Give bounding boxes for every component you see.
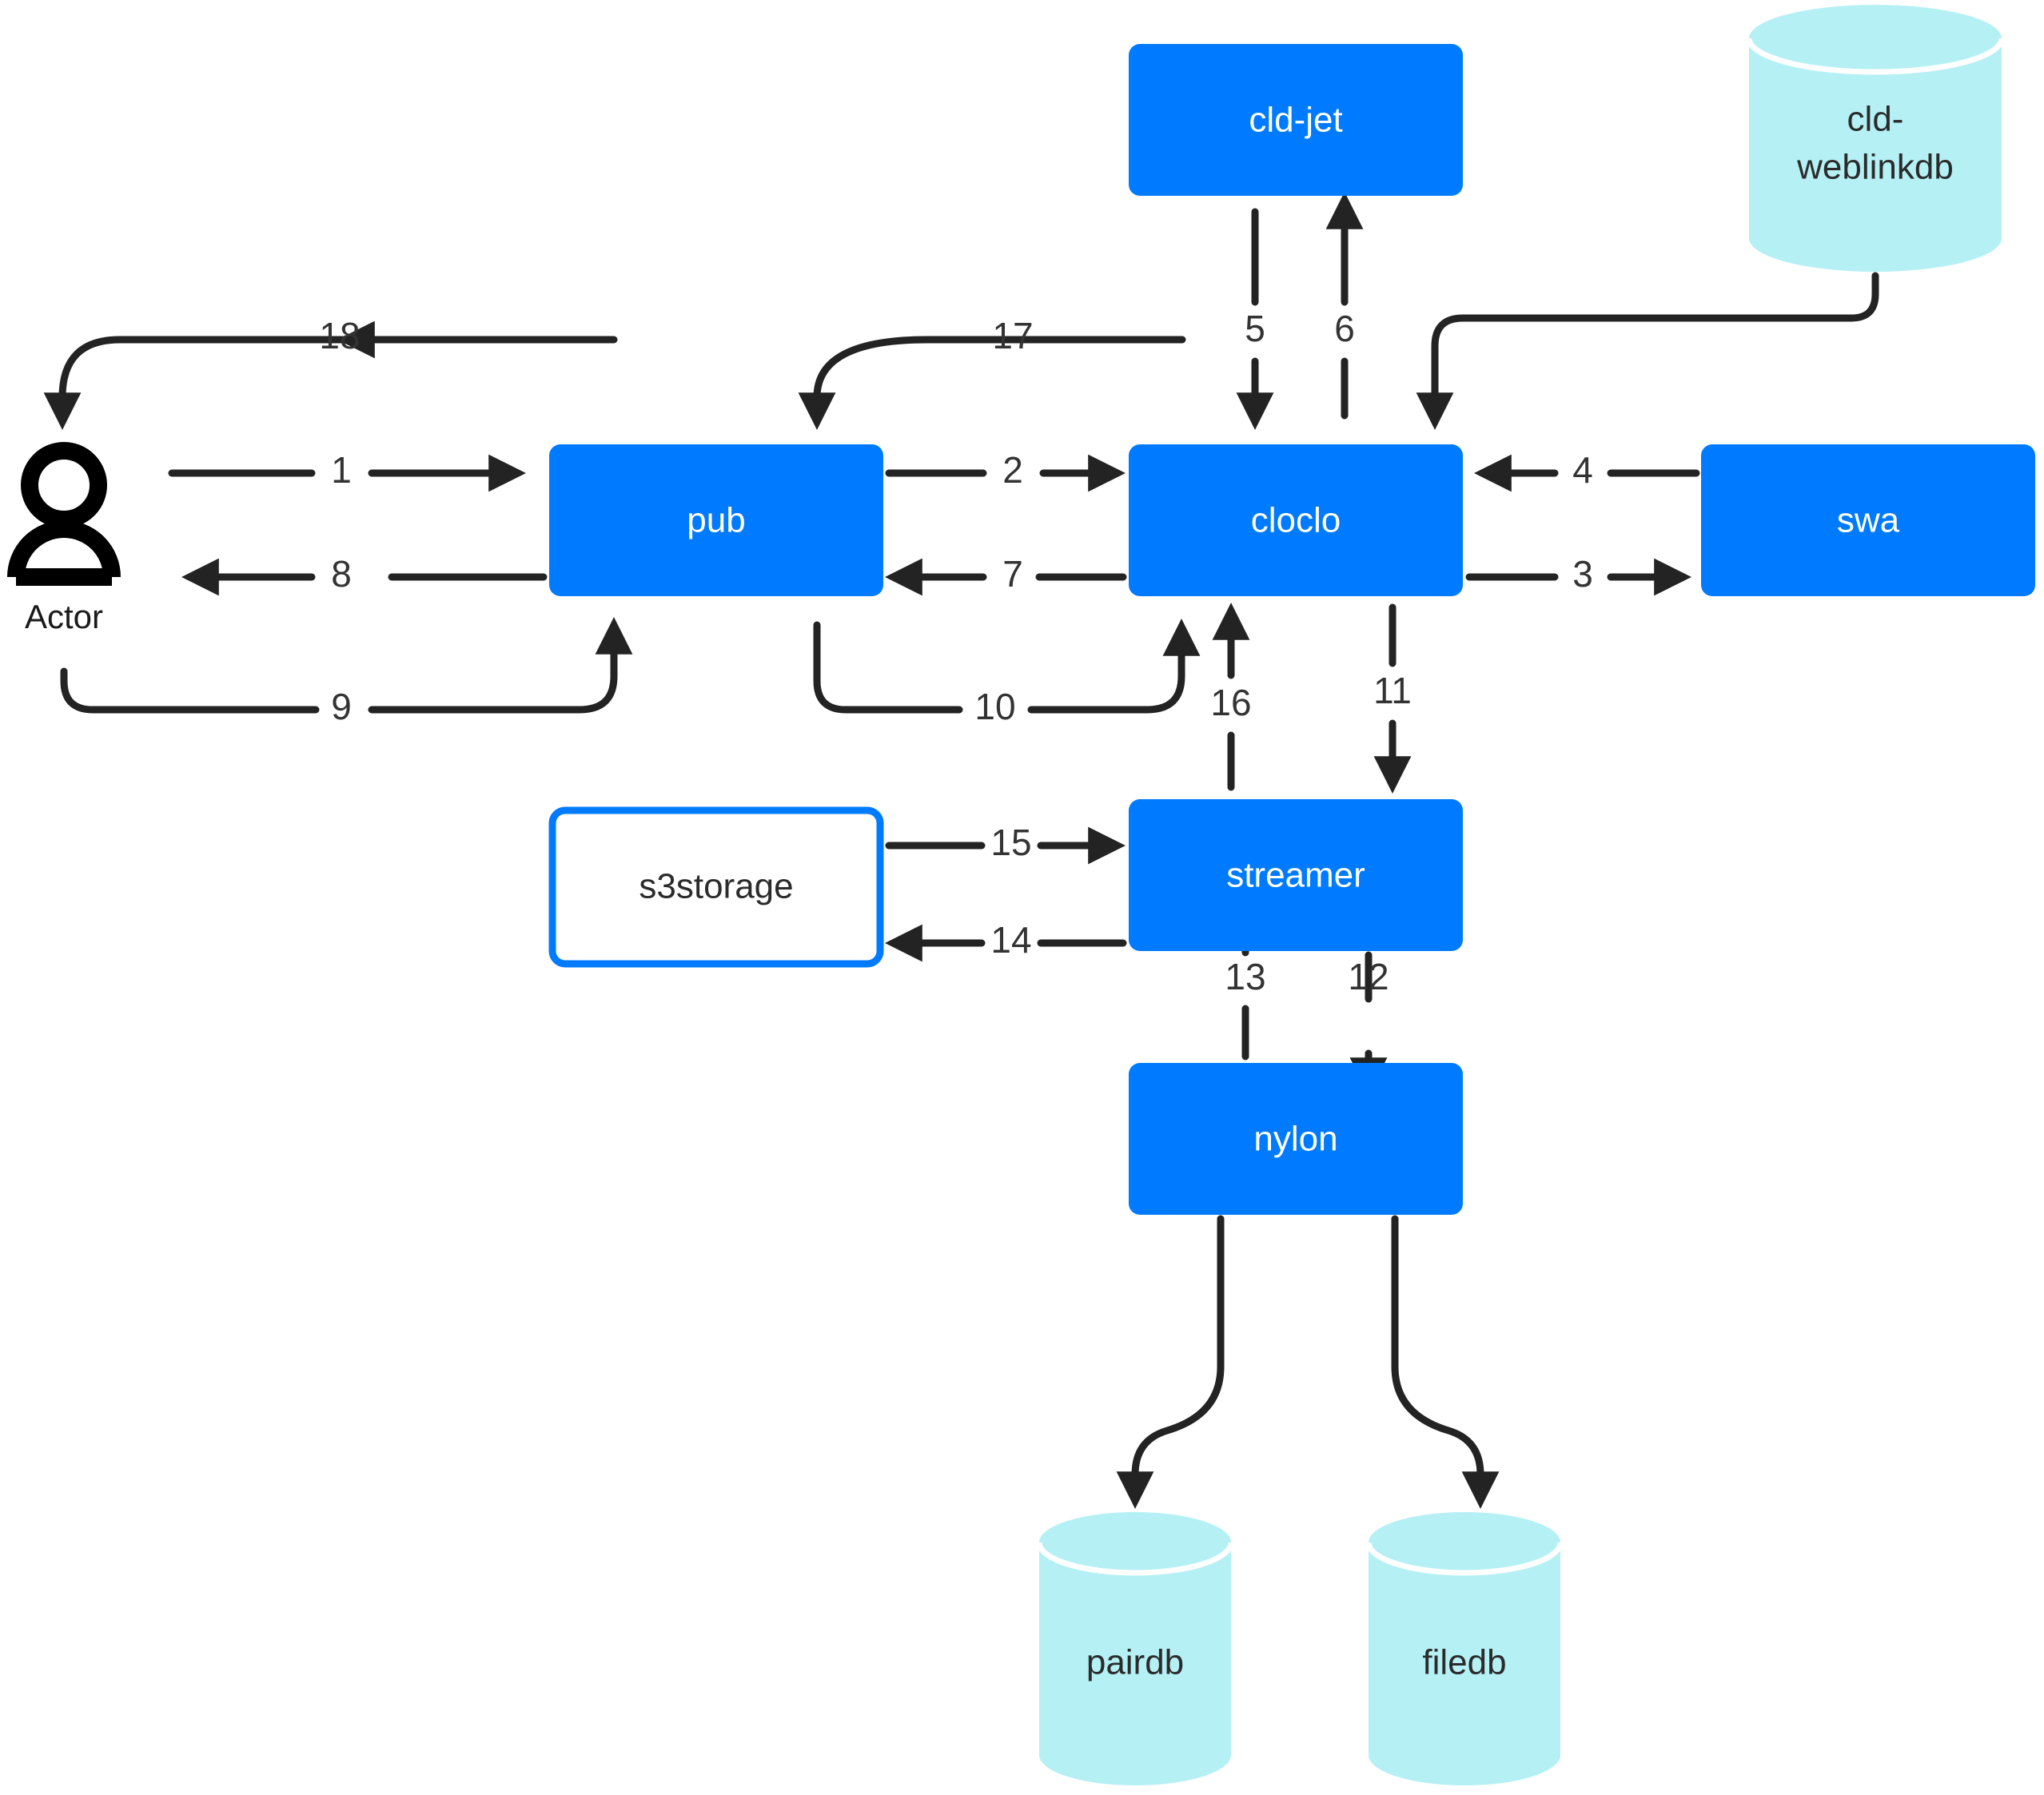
node-nylon[interactable]: nylon <box>1129 1063 1463 1215</box>
node-pub-label: pub <box>687 501 745 540</box>
edge-label-11: 11 <box>1373 670 1412 711</box>
node-cld-jet-label: cld-jet <box>1249 101 1342 140</box>
edge-label-2: 2 <box>1002 449 1023 491</box>
node-pairdb-label: pairdb <box>1086 1643 1184 1682</box>
node-nylon-shape[interactable] <box>1129 1063 1463 1215</box>
edge-label-13: 13 <box>1225 956 1265 997</box>
node-streamer-shape[interactable] <box>1129 799 1463 951</box>
edge-label-16: 16 <box>1210 682 1251 723</box>
edge-label-1: 1 <box>331 449 352 491</box>
node-pub-shape[interactable] <box>549 444 883 596</box>
node-swa-label: swa <box>1837 501 1900 540</box>
edge-9-path-left <box>60 667 320 714</box>
edge-label-15: 15 <box>990 822 1031 863</box>
node-filedb-label: filedb <box>1422 1643 1506 1682</box>
node-pairdb[interactable]: pairdb <box>1036 1512 1234 1785</box>
edge-label-18: 18 <box>319 315 360 356</box>
node-pairdb-top <box>1039 1512 1231 1573</box>
node-cld-weblinkdb-body[interactable] <box>1749 38 2002 272</box>
node-nylon-label: nylon <box>1253 1120 1337 1159</box>
node-cld-weblinkdb-top <box>1749 5 2002 72</box>
edge-label-17: 17 <box>992 315 1033 356</box>
edge-label-7: 7 <box>1002 553 1023 595</box>
actor-body-icon <box>7 520 121 578</box>
node-filedb-rim <box>1365 1542 1564 1576</box>
node-pairdb-body[interactable] <box>1039 1542 1231 1785</box>
edge-label-3: 3 <box>1572 553 1593 595</box>
edge-nylon-to-pairdb <box>1116 1215 1225 1509</box>
edge-label-4: 4 <box>1572 449 1593 491</box>
edge-18-path <box>43 336 612 430</box>
edge-weblinkdb-to-cloclo <box>1416 272 1879 430</box>
edge-nylon-to-filedb <box>1391 1215 1500 1509</box>
edge-label-8: 8 <box>331 553 352 595</box>
edge-label-5: 5 <box>1245 308 1265 349</box>
node-cld-weblinkdb-label-line2: weblinkdb <box>1796 148 1954 187</box>
node-cld-jet-shape[interactable] <box>1129 44 1463 196</box>
edge-10-path-right <box>1027 619 1201 714</box>
node-cld-weblinkdb-label-line1: cld- <box>1847 100 1904 139</box>
node-pub[interactable]: pub <box>549 444 883 596</box>
edge-9-path-right <box>368 617 633 714</box>
edge-label-10: 10 <box>974 686 1015 727</box>
node-swa[interactable]: swa <box>1701 444 2035 596</box>
edge-10-path-left <box>813 621 963 714</box>
actor-node[interactable]: Actor <box>7 442 121 635</box>
node-s3storage[interactable]: s3storage <box>548 806 884 968</box>
edge-17-path-left <box>798 336 1186 430</box>
node-streamer-label: streamer <box>1226 856 1365 895</box>
node-s3storage-label: s3storage <box>639 867 793 906</box>
edge-label-12: 12 <box>1348 956 1389 997</box>
node-s3storage-shape[interactable] <box>548 806 884 968</box>
edge-label-14: 14 <box>990 919 1031 961</box>
node-cld-weblinkdb-rim <box>1746 38 2005 75</box>
edge-label-6: 6 <box>1334 308 1355 349</box>
node-filedb-body[interactable] <box>1369 1542 1560 1785</box>
actor-caption: Actor <box>25 598 103 635</box>
node-swa-shape[interactable] <box>1701 444 2035 596</box>
node-filedb[interactable]: filedb <box>1365 1512 1564 1785</box>
actor-head-icon <box>21 442 107 528</box>
node-filedb-top <box>1369 1512 1560 1573</box>
node-cloclo[interactable]: cloclo <box>1129 444 1463 596</box>
node-cloclo-label: cloclo <box>1251 501 1341 540</box>
node-streamer[interactable]: streamer <box>1129 799 1463 951</box>
node-cloclo-shape[interactable] <box>1129 444 1463 596</box>
node-cld-jet[interactable]: cld-jet <box>1129 44 1463 196</box>
edge-label-9: 9 <box>331 686 352 727</box>
node-cld-weblinkdb[interactable]: cld- weblinkdb <box>1746 5 2005 272</box>
node-pairdb-rim <box>1036 1542 1234 1576</box>
